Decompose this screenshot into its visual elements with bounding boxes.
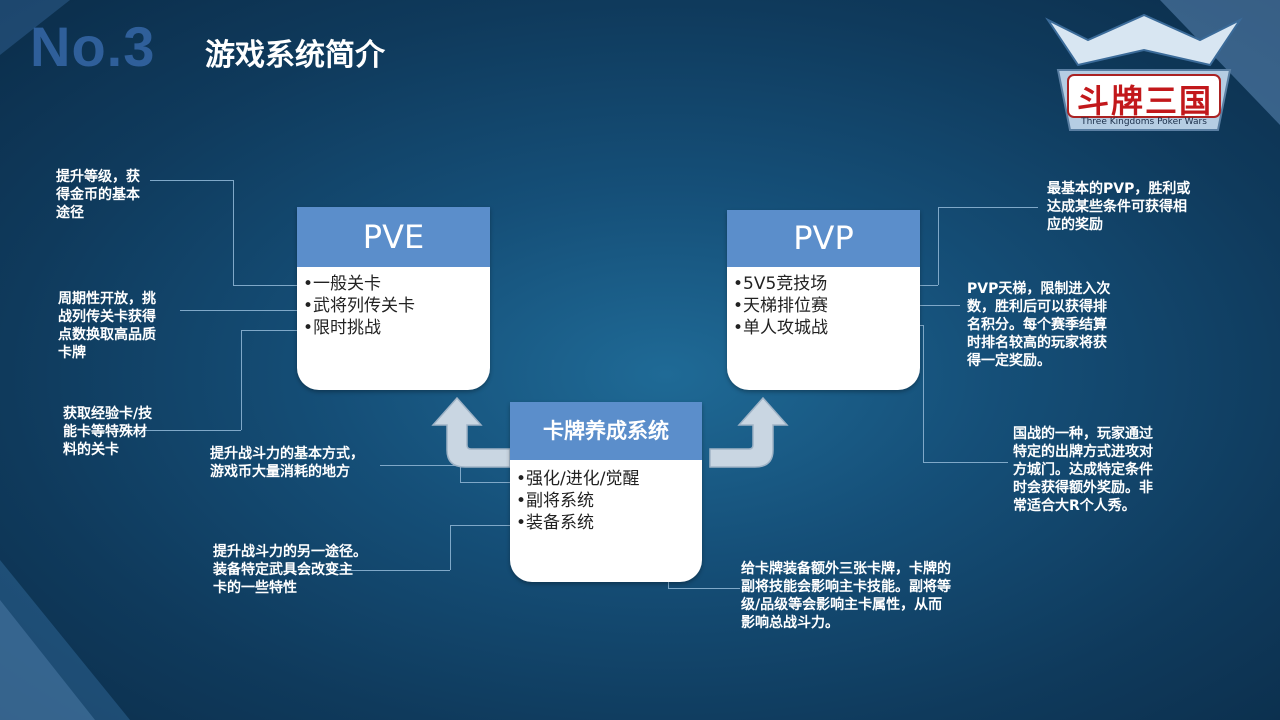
- note-line: 常适合大R个人秀。: [1013, 498, 1136, 514]
- pvp-card: PVP •5V5竞技场 •天梯排位赛 •单人攻城战: [727, 210, 920, 390]
- note-line: 料的关卡: [63, 442, 119, 458]
- connector-line: [450, 525, 451, 570]
- connector-line: [460, 482, 518, 483]
- pve-heading: PVE: [297, 207, 490, 267]
- corner-pattern-top-right: [1160, 0, 1280, 125]
- note-line: 应的奖励: [1047, 217, 1103, 233]
- pve-list: •一般关卡 •武将列传关卡 •限时挑战: [297, 267, 490, 339]
- note-line: 最基本的PVP，胜利或: [1047, 181, 1191, 197]
- connector-line: [460, 465, 461, 482]
- connector-line: [128, 430, 241, 431]
- note-line: 装备特定武具会改变主: [213, 562, 353, 578]
- note-line: PVP天梯，限制进入次: [967, 281, 1111, 297]
- connector-line: [380, 465, 460, 466]
- connector-line: [938, 207, 1038, 208]
- note-pvp-siege: 国战的一种，玩家通过特定的出牌方式进攻对方城门。达成特定条件时会获得额外奖励。非…: [1013, 425, 1153, 515]
- pvp-heading: PVP: [727, 210, 920, 267]
- list-item: •5V5竞技场: [733, 274, 828, 294]
- list-item: •强化/进化/觉醒: [516, 469, 640, 489]
- game-logo: 斗牌三国 Three Kingdoms Poker Wars: [1028, 10, 1260, 145]
- card-system-heading: 卡牌养成系统: [510, 402, 702, 460]
- note-line: 点数换取高品质: [58, 327, 156, 343]
- note-line: 周期性开放，挑: [58, 291, 156, 307]
- note-line: 获取经验卡/技: [63, 406, 153, 422]
- pve-card: PVE •一般关卡 •武将列传关卡 •限时挑战: [297, 207, 490, 390]
- note-line: 战列传关卡获得: [58, 309, 156, 325]
- connector-line: [923, 462, 1008, 463]
- note-line: 卡的一些特性: [213, 580, 297, 596]
- curved-arrow-left-icon: [431, 396, 511, 468]
- list-item: •武将列传关卡: [303, 296, 416, 316]
- note-card-enhance: 提升战斗力的基本方式， 游戏币大量消耗的地方: [210, 445, 364, 481]
- note-line: 影响总战斗力。: [741, 615, 839, 631]
- note-line: 给卡牌装备额外三张卡牌，卡牌的: [741, 561, 951, 577]
- list-item: •限时挑战: [303, 318, 382, 338]
- note-line: 时排名较高的玩家将获: [967, 335, 1107, 351]
- logo-emblem-icon: [1045, 13, 1243, 131]
- note-pvp-ladder: PVP天梯，限制进入次数，胜利后可以获得排名积分。每个赛季结算时排名较高的玩家将…: [967, 280, 1110, 370]
- note-line: 卡牌: [58, 345, 86, 361]
- note-line: 时会获得额外奖励。非: [1013, 480, 1153, 496]
- card-system-card: 卡牌养成系统 •强化/进化/觉醒 •副将系统 •装备系统: [510, 402, 702, 582]
- connector-line: [450, 525, 520, 526]
- list-item: •一般关卡: [303, 274, 382, 294]
- list-item: •副将系统: [516, 491, 595, 511]
- connector-line: [233, 285, 333, 286]
- section-number: No.3: [30, 15, 156, 78]
- connector-line: [923, 325, 924, 462]
- note-line: 途径: [56, 205, 84, 221]
- note-pve-timed: 获取经验卡/技能卡等特殊材料的关卡: [63, 405, 152, 459]
- card-system-list: •强化/进化/觉醒 •副将系统 •装备系统: [510, 460, 702, 534]
- logo-text: 斗牌三国: [1076, 82, 1213, 120]
- list-item: •单人攻城战: [733, 318, 829, 338]
- note-pvp-arena: 最基本的PVP，胜利或达成某些条件可获得相应的奖励: [1047, 180, 1190, 234]
- list-item: •天梯排位赛: [733, 296, 829, 316]
- note-line: 级/品级等会影响主卡属性，从而: [741, 597, 943, 613]
- note-line: 达成某些条件可获得相: [1047, 199, 1187, 215]
- note-card-deputy: 给卡牌装备额外三张卡牌，卡牌的副将技能会影响主卡技能。副将等级/品级等会影响主卡…: [741, 560, 951, 632]
- note-line: 游戏币大量消耗的地方: [210, 464, 350, 480]
- note-line: 方城门。达成特定条件: [1013, 462, 1153, 478]
- note-line: 国战的一种，玩家通过: [1013, 426, 1153, 442]
- connector-line: [241, 330, 331, 331]
- note-line: 提升战斗力的另一途径。: [213, 544, 367, 560]
- corner-pattern-top-left: [0, 0, 70, 55]
- connector-line: [150, 180, 233, 181]
- note-line: 能卡等特殊材: [63, 424, 147, 440]
- corner-pattern-bottom-left: [0, 560, 130, 720]
- connector-line: [668, 588, 740, 589]
- note-pve-normal: 提升等级，获得金币的基本途径: [56, 168, 140, 222]
- note-line: 提升战斗力的基本方式，: [210, 446, 364, 462]
- note-line: 特定的出牌方式进攻对: [1013, 444, 1153, 460]
- connector-line: [180, 310, 330, 311]
- note-line: 得金币的基本: [56, 187, 140, 203]
- note-line: 提升等级，获: [56, 169, 140, 185]
- logo-subtext: Three Kingdoms Poker Wars: [1081, 117, 1207, 127]
- note-card-equip: 提升战斗力的另一途径。装备特定武具会改变主卡的一些特性: [213, 543, 367, 597]
- curved-arrow-right-icon: [709, 396, 789, 468]
- list-item: •装备系统: [516, 513, 595, 533]
- connector-line: [938, 207, 939, 285]
- pvp-list: •5V5竞技场 •天梯排位赛 •单人攻城战: [727, 267, 920, 339]
- note-pve-legend: 周期性开放，挑战列传关卡获得点数换取高品质卡牌: [58, 290, 156, 362]
- connector-line: [233, 180, 234, 285]
- note-line: 名积分。每个赛季结算: [967, 317, 1107, 333]
- note-line: 得一定奖励。: [967, 353, 1051, 369]
- connector-line: [241, 330, 242, 430]
- note-line: 副将技能会影响主卡技能。副将等: [741, 579, 951, 595]
- connector-line: [330, 570, 450, 571]
- page-title: 游戏系统简介: [205, 38, 385, 73]
- note-line: 数，胜利后可以获得排: [967, 299, 1107, 315]
